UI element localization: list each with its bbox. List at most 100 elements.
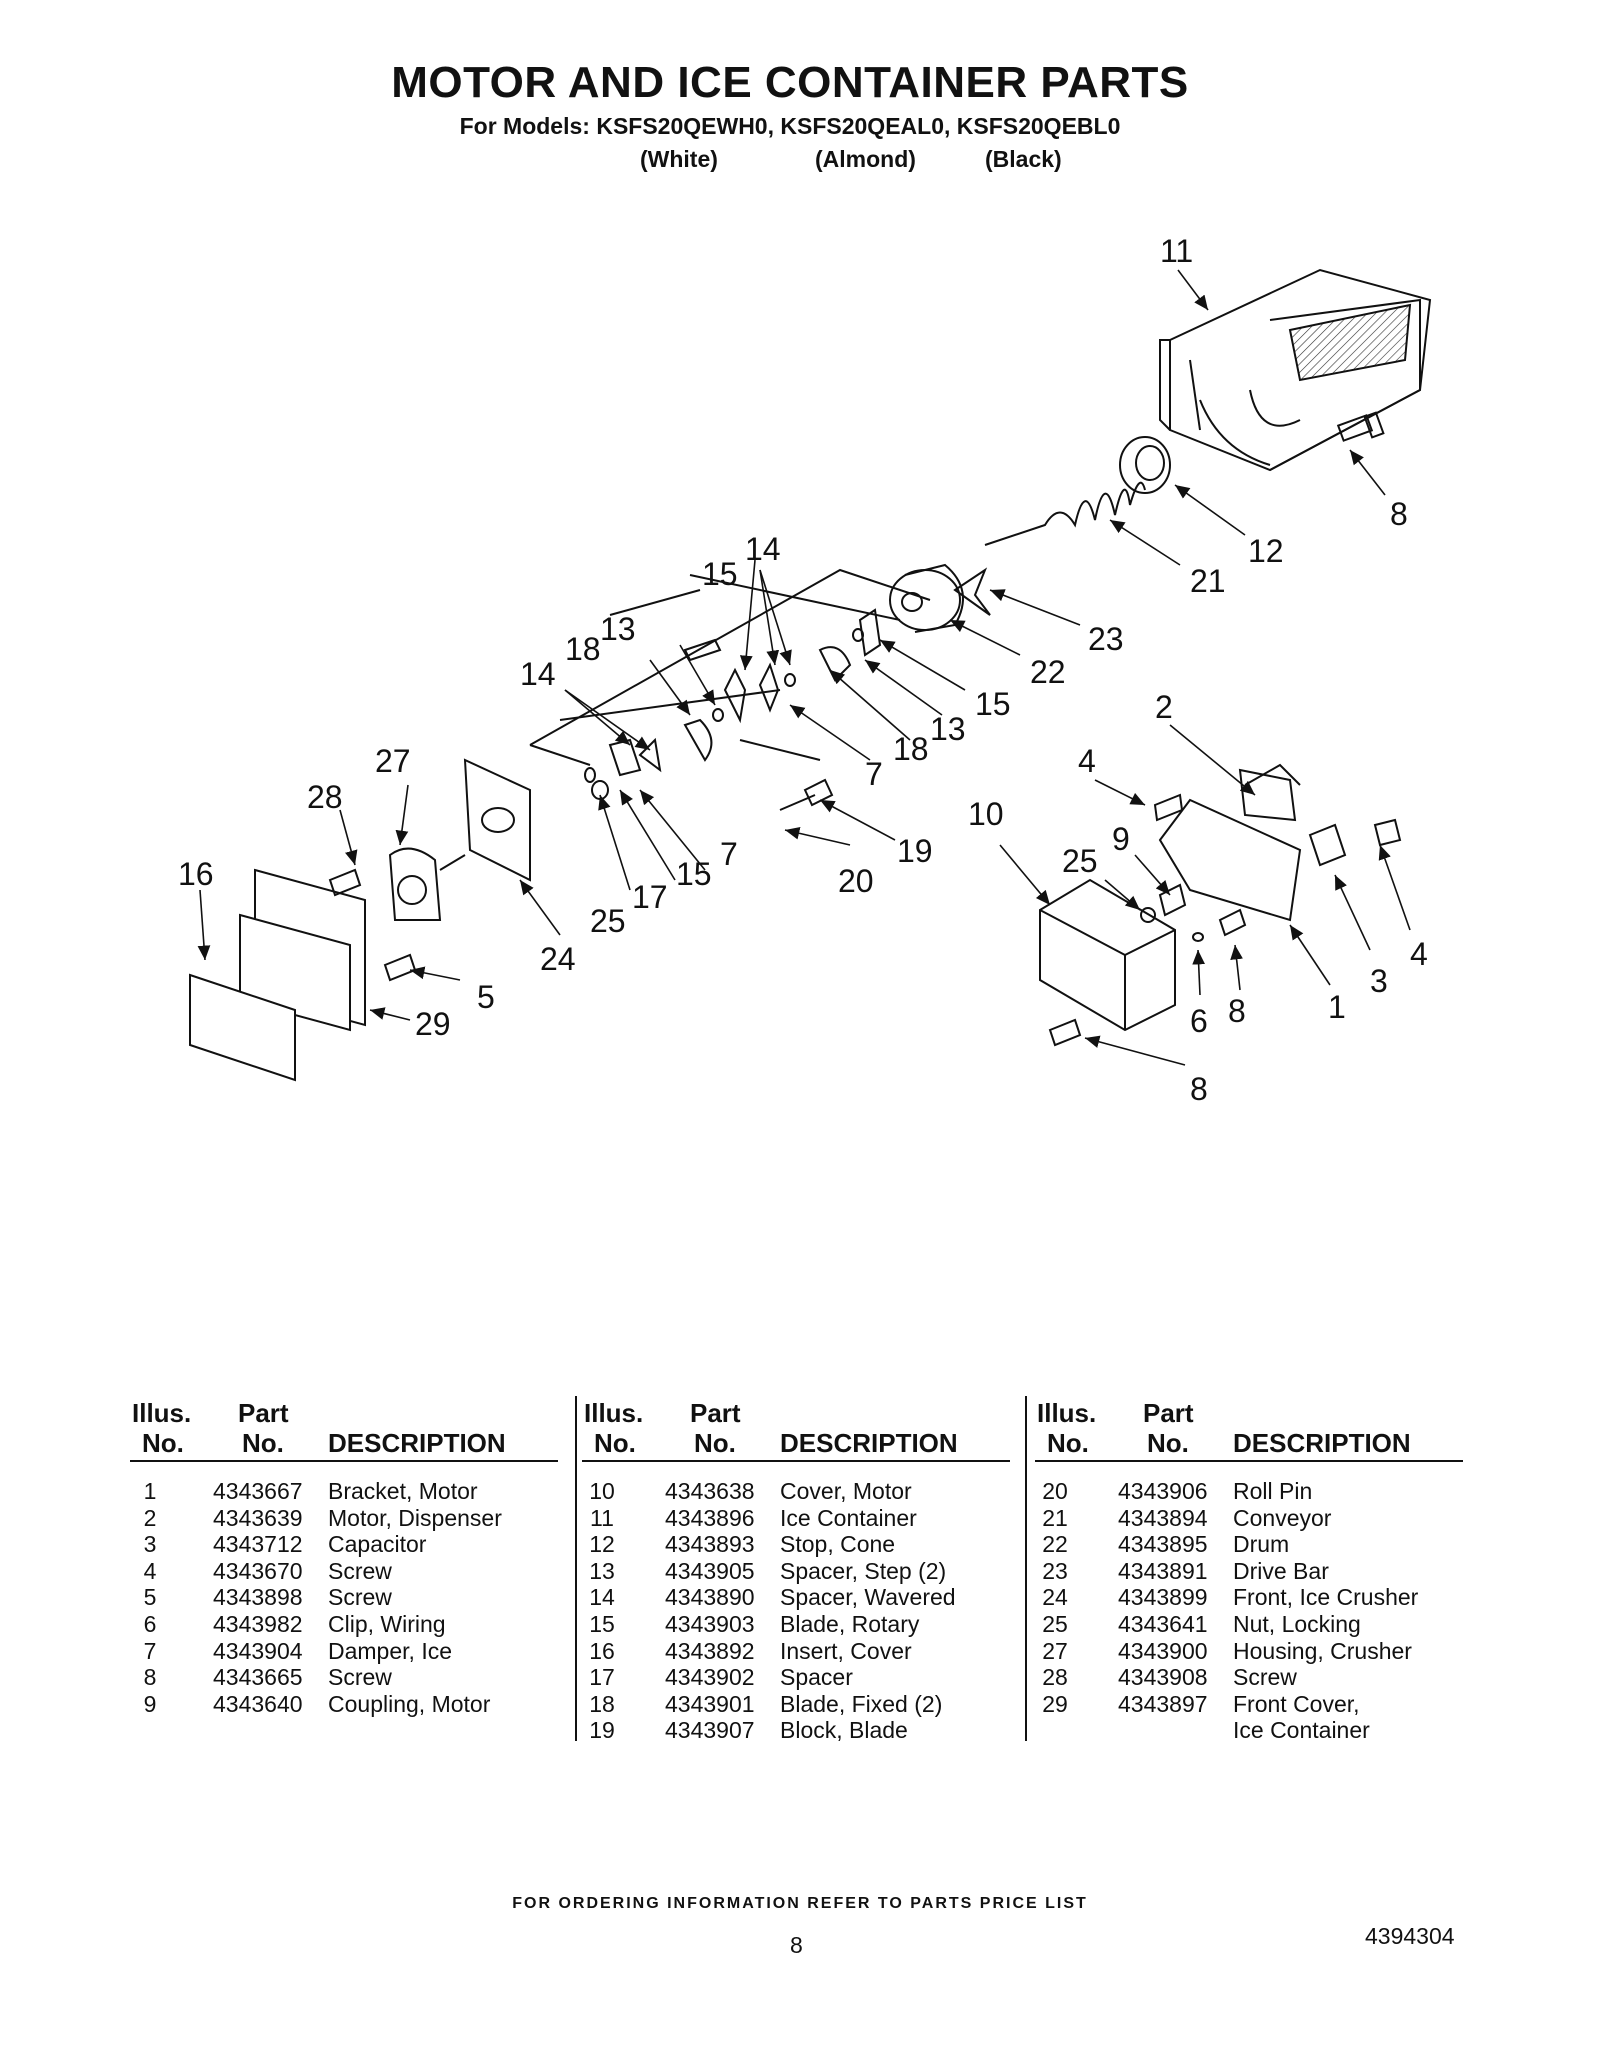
part-description: Ice Container [780,1504,917,1531]
callout-label: 22 [1030,654,1066,690]
callout-label: 5 [477,979,495,1015]
callout-label: 4 [1410,936,1428,972]
header-part: Part [238,1398,289,1428]
callout-label: 18 [565,631,601,667]
illus-number: 5 [143,1584,157,1611]
part-number: 4343982 [213,1610,303,1637]
illus-number: 13 [589,1557,615,1584]
callout-label: 25 [590,903,626,939]
part-number: 4343894 [1118,1504,1208,1531]
document-number: 4394304 [1365,1923,1455,1949]
header-description: DESCRIPTION [1233,1428,1411,1458]
column-header: Illus. No. Part No. DESCRIPTION [582,1398,1002,1460]
part-number: 4343897 [1118,1690,1208,1717]
part-number: 4343639 [213,1504,303,1531]
header-part: Part [1143,1398,1194,1428]
callout-label: 15 [975,686,1011,722]
part-description: Front, Ice Crusher [1233,1584,1419,1611]
callout-label: 4 [1078,743,1096,779]
color-black: (Black) [985,146,1062,172]
column-header: Illus. No. Part No. DESCRIPTION [1035,1398,1455,1460]
part-description: Spacer [780,1664,853,1691]
illus-number: 2 [143,1504,157,1531]
color-almond: (Almond) [815,146,916,172]
part-description: Drum [1233,1531,1290,1558]
part-number: 4343902 [665,1664,755,1691]
part-description: Housing, Crusher [1233,1637,1412,1664]
callout-label: 14 [745,531,781,567]
part-number: 4343667 [213,1478,303,1504]
part-number: 4343640 [213,1690,303,1717]
illus-number: 24 [1042,1584,1068,1611]
part-number: 4343641 [1118,1610,1208,1637]
callout-label: 8 [1228,993,1246,1029]
screw-drawing [1336,411,1385,442]
callout-label: 3 [1370,963,1388,999]
illus-number: 3 [143,1531,157,1558]
illus-number: 8 [143,1664,157,1691]
part-number: 4343891 [1118,1557,1208,1584]
callout-label: 11 [1160,233,1193,269]
column-divider [575,1396,577,1741]
callout-labels: 11 8 12 21 23 22 15 14 13 18 15 14 13 18… [178,233,1428,1107]
page-number: 8 [790,1932,803,1958]
part-description: Stop, Cone [780,1531,896,1558]
part-number: 4343892 [665,1637,755,1664]
part-description: Block, Blade [780,1717,908,1744]
callout-label: 13 [930,711,966,747]
part-description: Drive Bar [1233,1557,1329,1584]
part-number: 4343908 [1118,1664,1208,1691]
callout-label: 21 [1190,563,1226,599]
illus-number: 17 [589,1664,615,1691]
part-description: Nut, Locking [1233,1610,1361,1637]
part-description: Screw [328,1584,392,1611]
callout-label: 19 [897,833,933,869]
part-description: Capacitor [328,1531,427,1558]
page-title: MOTOR AND ICE CONTAINER PARTS [391,58,1189,107]
part-number: 4343638 [665,1478,755,1504]
table-row: Ice Container [1035,1717,1455,1744]
illus-number: 10 [589,1478,615,1504]
illus-number: 11 [590,1504,614,1531]
part-description: Bracket, Motor [328,1478,478,1504]
header-part-no: No. [242,1428,284,1458]
part-description: Blade, Fixed (2) [780,1690,943,1717]
illus-number: 16 [589,1637,615,1664]
part-number: 4343665 [213,1664,303,1691]
illus-number: 29 [1042,1690,1068,1717]
models-line: For Models: KSFS20QEWH0, KSFS20QEAL0, KS… [459,113,1121,139]
part-description: Screw [1233,1664,1297,1691]
part-number: 4343905 [665,1557,755,1584]
header-part: Part [690,1398,741,1428]
part-description: Front Cover, [1233,1690,1360,1717]
table-row: 25 4343641 Nut, Locking [1035,1611,1455,1638]
header-illus-no: No. [142,1428,184,1458]
illus-number: 25 [1042,1610,1068,1637]
callout-label: 29 [415,1006,451,1042]
callout-label: 13 [600,611,636,647]
callout-label: 24 [540,941,576,977]
illus-number: 27 [1042,1637,1068,1664]
callout-label: 9 [1112,821,1130,857]
callout-label: 8 [1190,1071,1208,1107]
callout-label: 16 [178,856,214,892]
part-description: Motor, Dispenser [328,1504,502,1531]
column-header: Illus. No. Part No. DESCRIPTION [130,1398,550,1460]
